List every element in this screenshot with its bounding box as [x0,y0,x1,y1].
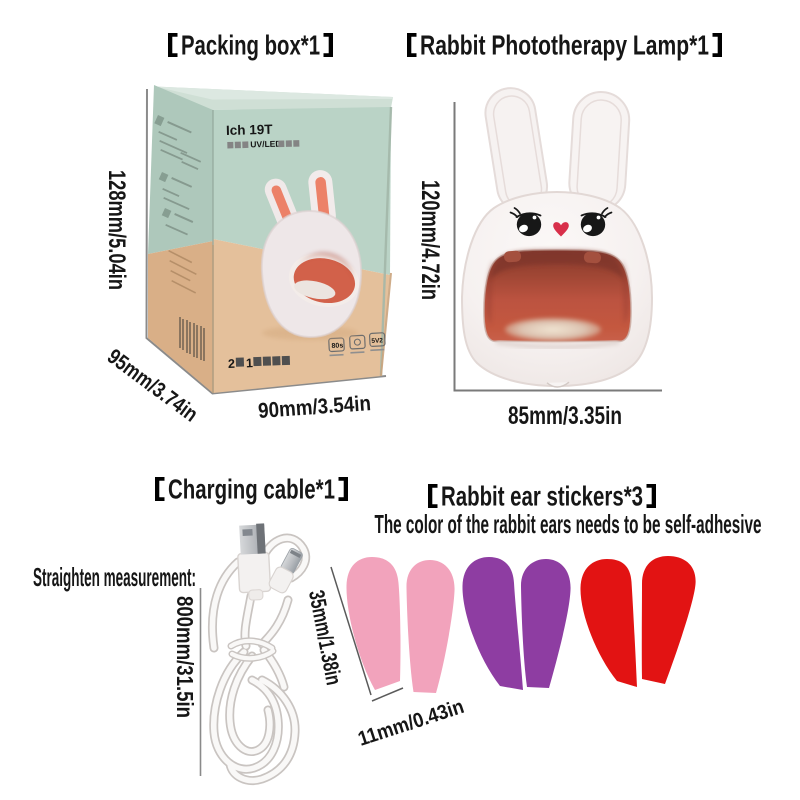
svg-text:80s: 80s [331,342,343,350]
svg-text:85mm/3.35in: 85mm/3.35in [508,402,622,430]
svg-text:Straighten measurement:: Straighten measurement: [33,562,196,592]
svg-text:800mm/31.5in: 800mm/31.5in [172,596,198,718]
svg-text:2: 2 [228,357,235,371]
svg-text:120mm/4.72in: 120mm/4.72in [416,180,444,300]
svg-text:Packing box*1: Packing box*1 [181,30,320,61]
svg-text:1: 1 [246,356,253,370]
svg-text:11mm/0.43in: 11mm/0.43in [355,695,467,751]
svg-text:90mm/3.54in: 90mm/3.54in [257,391,371,423]
svg-text:128mm/5.04in: 128mm/5.04in [103,170,130,290]
svg-text:35mm/1.38in: 35mm/1.38in [304,588,347,687]
svg-text:Ich 19T: Ich 19T [226,122,274,138]
svg-text:The color of the rabbit ears n: The color of the rabbit ears needs to be… [375,509,762,539]
svg-text:Rabbit ear stickers*3: Rabbit ear stickers*3 [441,481,643,512]
svg-text:Charging cable*1: Charging cable*1 [168,474,335,505]
svg-text:5V2: 5V2 [371,337,383,345]
svg-text:Rabbit Phototherapy Lamp*1: Rabbit Phototherapy Lamp*1 [420,30,709,61]
svg-text:UV/LED: UV/LED [250,139,281,150]
